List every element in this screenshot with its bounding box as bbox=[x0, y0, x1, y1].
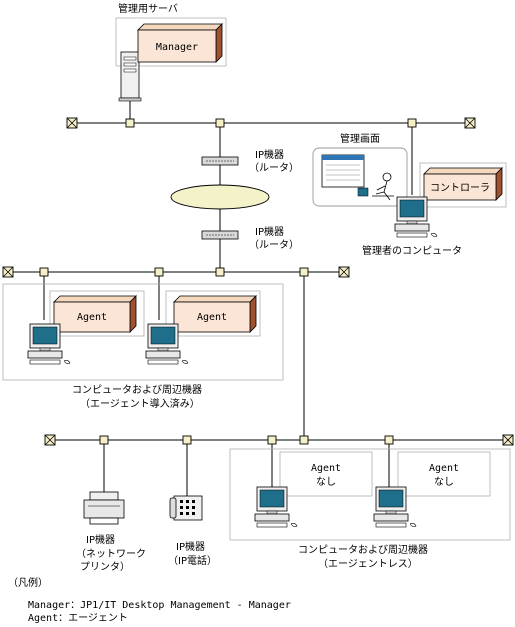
manager-box: Manager bbox=[137, 23, 223, 63]
printer-sub2: プリンタ） bbox=[80, 561, 130, 573]
agentless-box-1 bbox=[279, 451, 373, 497]
server-tower-icon bbox=[118, 51, 142, 102]
agentless-box-2-line2: なし bbox=[434, 476, 454, 488]
router-top-sub: （ルータ） bbox=[249, 162, 299, 174]
router-bottom-label: IP機器 bbox=[255, 225, 284, 238]
agentless-caption: コンピュータおよび周辺機器 bbox=[298, 543, 428, 556]
admin-computer-icon bbox=[394, 196, 438, 238]
router-bottom-sub: （ルータ） bbox=[249, 239, 299, 251]
agentless-box-2 bbox=[397, 451, 491, 497]
agent-box-1-label: Agent bbox=[77, 312, 107, 323]
printer-label: IP機器 bbox=[86, 533, 115, 546]
agent-box-1: Agent bbox=[53, 295, 137, 333]
legend-title: （凡例） bbox=[8, 576, 48, 589]
admin-screen-caption: 管理画面 bbox=[340, 132, 380, 145]
agents-caption-sub: （エージェント導入済み） bbox=[80, 397, 200, 410]
agentless-box-2-line1: Agent bbox=[429, 463, 459, 474]
controller-label: コントローラ bbox=[430, 182, 490, 194]
admin-screen-icon bbox=[321, 154, 369, 197]
network-cloud bbox=[170, 184, 270, 210]
router-top-icon bbox=[201, 156, 239, 166]
printer-sub1: （ネットワーク bbox=[76, 548, 146, 560]
agent-box-2-label: Agent bbox=[197, 312, 227, 323]
admin-caption: 管理者のコンピュータ bbox=[362, 244, 462, 257]
legend-line-2: Agent：エージェント bbox=[28, 613, 128, 624]
controller-box: コントローラ bbox=[423, 167, 503, 201]
manager-label: Manager bbox=[156, 42, 198, 53]
agentless-box-1-line2: なし bbox=[316, 476, 336, 488]
legend-line-1: Manager：JP1/IT Desktop Management - Mana… bbox=[28, 600, 291, 611]
router-bottom-icon bbox=[201, 230, 239, 240]
agentless-group bbox=[229, 448, 511, 541]
agentless-box-1-line1: Agent bbox=[311, 463, 341, 474]
router-top-label: IP機器 bbox=[255, 148, 284, 161]
agentless-caption-sub: （エージェントレス） bbox=[318, 558, 418, 570]
ip-phone-icon bbox=[169, 495, 203, 521]
agents-group bbox=[2, 283, 284, 381]
server-group bbox=[115, 17, 227, 67]
agent-box-2: Agent bbox=[173, 295, 257, 333]
printer-icon bbox=[83, 491, 125, 525]
phone-label: IP機器 bbox=[176, 540, 205, 553]
agents-caption: コンピュータおよび周辺機器 bbox=[72, 383, 202, 396]
phone-sub: （IP電話） bbox=[168, 554, 217, 567]
admin-person-icon bbox=[372, 172, 394, 201]
server-caption: 管理用サーバ bbox=[118, 2, 178, 15]
